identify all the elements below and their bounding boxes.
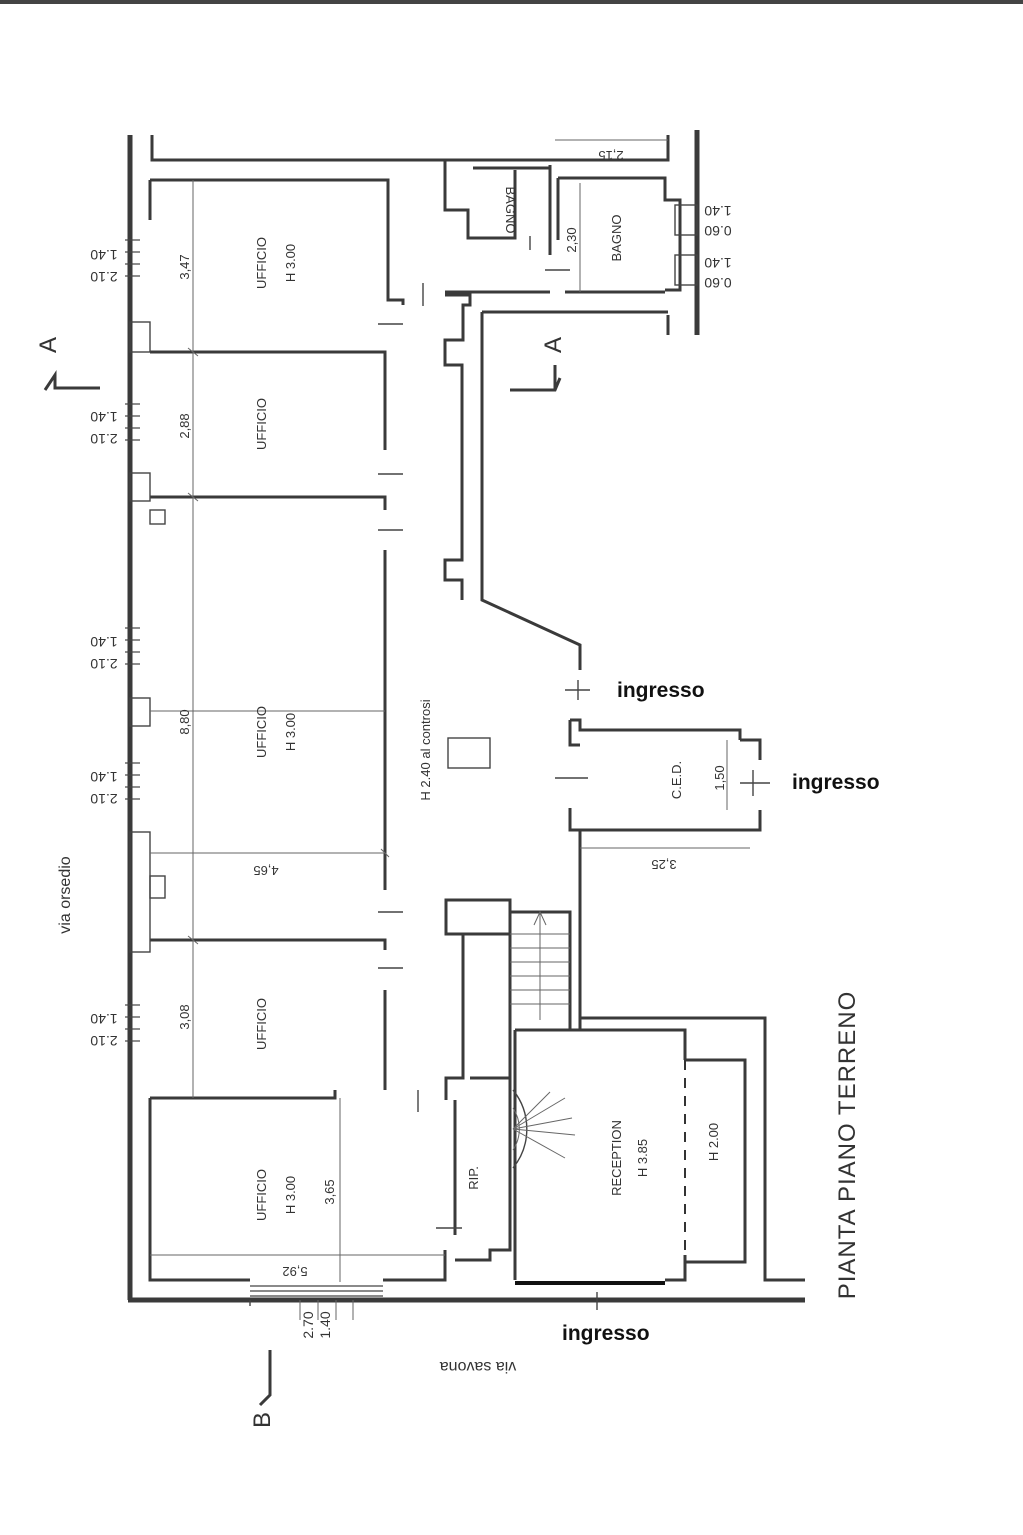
dim-1-50: 1,50: [712, 765, 727, 790]
win-3-210: 2.10: [90, 656, 117, 672]
dim-2-88: 2,88: [177, 413, 192, 438]
window-dims-bottom: 2.70 1.40: [299, 1300, 354, 1339]
entrance-label-reception: ingresso: [562, 1322, 650, 1345]
entrance-label-ced: ingresso: [792, 771, 880, 794]
swin-270: 2.70: [300, 1311, 316, 1338]
bath-windows: [674, 204, 698, 286]
page-top-border: [0, 0, 1023, 4]
facade-windows-left: [125, 239, 140, 1042]
ced-name: C.E.D.: [669, 761, 684, 799]
section-marker-a-right: A: [510, 337, 567, 392]
section-a-left-label: A: [35, 337, 62, 353]
dim-3-08: 3,08: [177, 1004, 192, 1029]
win-4-210: 2.10: [90, 791, 117, 807]
reception-name: RECEPTION: [609, 1120, 624, 1196]
corridor-height: H 2.40 al controsi: [418, 699, 433, 800]
office-4-name: UFFICIO: [254, 998, 269, 1050]
office-1-name: UFFICIO: [254, 237, 269, 289]
spiral-stair: [512, 1089, 576, 1169]
dim-8-80: 8,80: [177, 709, 192, 734]
office-2-name: UFFICIO: [254, 398, 269, 450]
bwin-2-060: 0.60: [704, 275, 731, 291]
stair-treads: [510, 910, 570, 1020]
section-marker-a-left: A: [35, 337, 100, 391]
dim-5-92: 5,92: [282, 1264, 307, 1279]
plan-details: [125, 204, 770, 1310]
street-via-savona: via savona: [440, 1358, 517, 1375]
win-2-140: 1.40: [90, 409, 117, 425]
reception-height: H 3.85: [635, 1139, 650, 1177]
dim-2-15: 2,15: [598, 148, 623, 163]
win-5-140: 1.40: [90, 1011, 117, 1027]
win-5-210: 2.10: [90, 1033, 117, 1049]
facade-windows-bottom: [249, 1285, 383, 1306]
dim-3-25: 3,25: [651, 857, 676, 872]
alcove-height: H 2.00: [706, 1123, 721, 1161]
win-3-140: 1.40: [90, 634, 117, 650]
bwin-1-060: 0.60: [704, 223, 731, 239]
bath-2-name: BAGNO: [609, 215, 624, 262]
swin-140: 1.40: [317, 1311, 333, 1338]
win-2-210: 2.10: [90, 431, 117, 447]
dimension-lines: [150, 139, 750, 1282]
window-dims-left: 2.10 1.40 2.10 1.40 2.10 1.40 2.10 1.40 …: [90, 247, 117, 1049]
office-3-name: UFFICIO: [254, 706, 269, 758]
office-5-name: UFFICIO: [254, 1169, 269, 1221]
street-via-orsedio: via orsedio: [57, 856, 74, 933]
section-b-label: B: [249, 1412, 276, 1428]
entrance-label-courtyard: ingresso: [617, 679, 705, 702]
office-3-height: H 3.00: [283, 713, 298, 751]
facade-piers: [129, 321, 166, 953]
dim-3-65: 3,65: [322, 1179, 337, 1204]
win-1-210: 2.10: [90, 269, 117, 285]
office-1-height: H 3.00: [283, 244, 298, 282]
door-marks: [378, 236, 770, 1310]
window-dims-right: 1.40 0.60 1.40 0.60: [704, 203, 731, 291]
interior-walls: [148, 160, 747, 1282]
bath-1-name: BAGNO: [503, 187, 518, 234]
bwin-2-140: 1.40: [704, 255, 731, 271]
win-4-140: 1.40: [90, 769, 117, 785]
dim-3-47: 3,47: [177, 254, 192, 279]
plan-title: PIANTA PIANO TERRENO: [834, 991, 861, 1300]
office-5-height: H 3.00: [283, 1176, 298, 1214]
dim-2-30: 2,30: [564, 227, 579, 252]
rip-name: RIP.: [466, 1166, 481, 1190]
bwin-1-140: 1.40: [704, 203, 731, 219]
win-1-140: 1.40: [90, 247, 117, 263]
section-a-right-label: A: [540, 337, 567, 353]
dim-4-65: 4,65: [253, 863, 278, 878]
section-marker-b: B: [249, 1350, 276, 1428]
